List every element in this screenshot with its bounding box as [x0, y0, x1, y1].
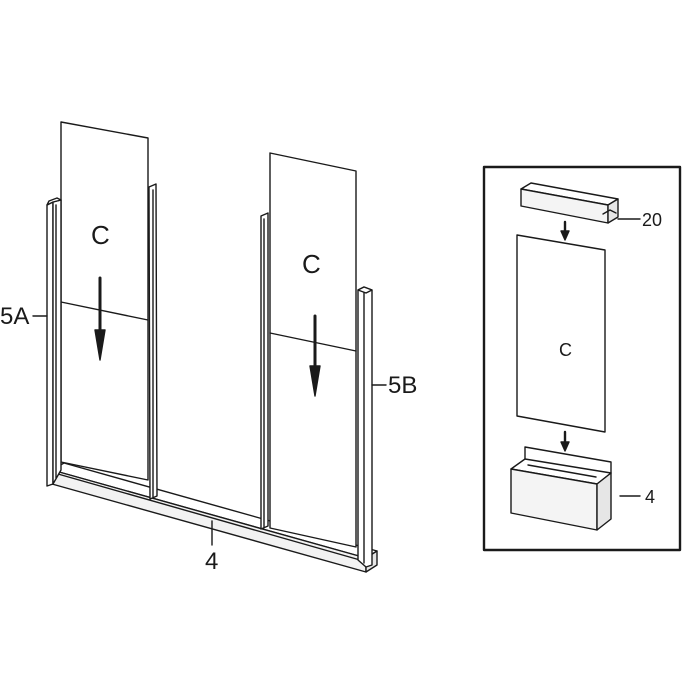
- detail-top-rail: [520, 182, 619, 224]
- down-arrow-right: [309, 314, 321, 397]
- detail-arrow-bottom: [560, 430, 570, 452]
- post-5a: [46, 197, 62, 487]
- label-detail-panel: C: [559, 340, 572, 360]
- label-post-5b: 5B: [388, 372, 417, 399]
- label-detail-bottom-channel: 4: [645, 487, 655, 507]
- down-arrow-left: [94, 276, 106, 361]
- label-panel-right: C: [302, 249, 321, 279]
- post-middle-right: [260, 212, 269, 530]
- left-panel: [60, 121, 149, 481]
- label-detail-top-rail: 20: [642, 210, 662, 230]
- post-middle-left: [148, 183, 158, 500]
- right-panel: [269, 152, 357, 548]
- label-bottom-channel: 4: [205, 548, 218, 575]
- label-post-5a: 5A: [0, 303, 29, 330]
- detail-bottom-channel: [510, 446, 612, 531]
- label-panel-left: C: [91, 220, 110, 250]
- detail-panel: [516, 234, 606, 433]
- post-5b: [357, 286, 373, 568]
- detail-arrow-top: [560, 220, 570, 241]
